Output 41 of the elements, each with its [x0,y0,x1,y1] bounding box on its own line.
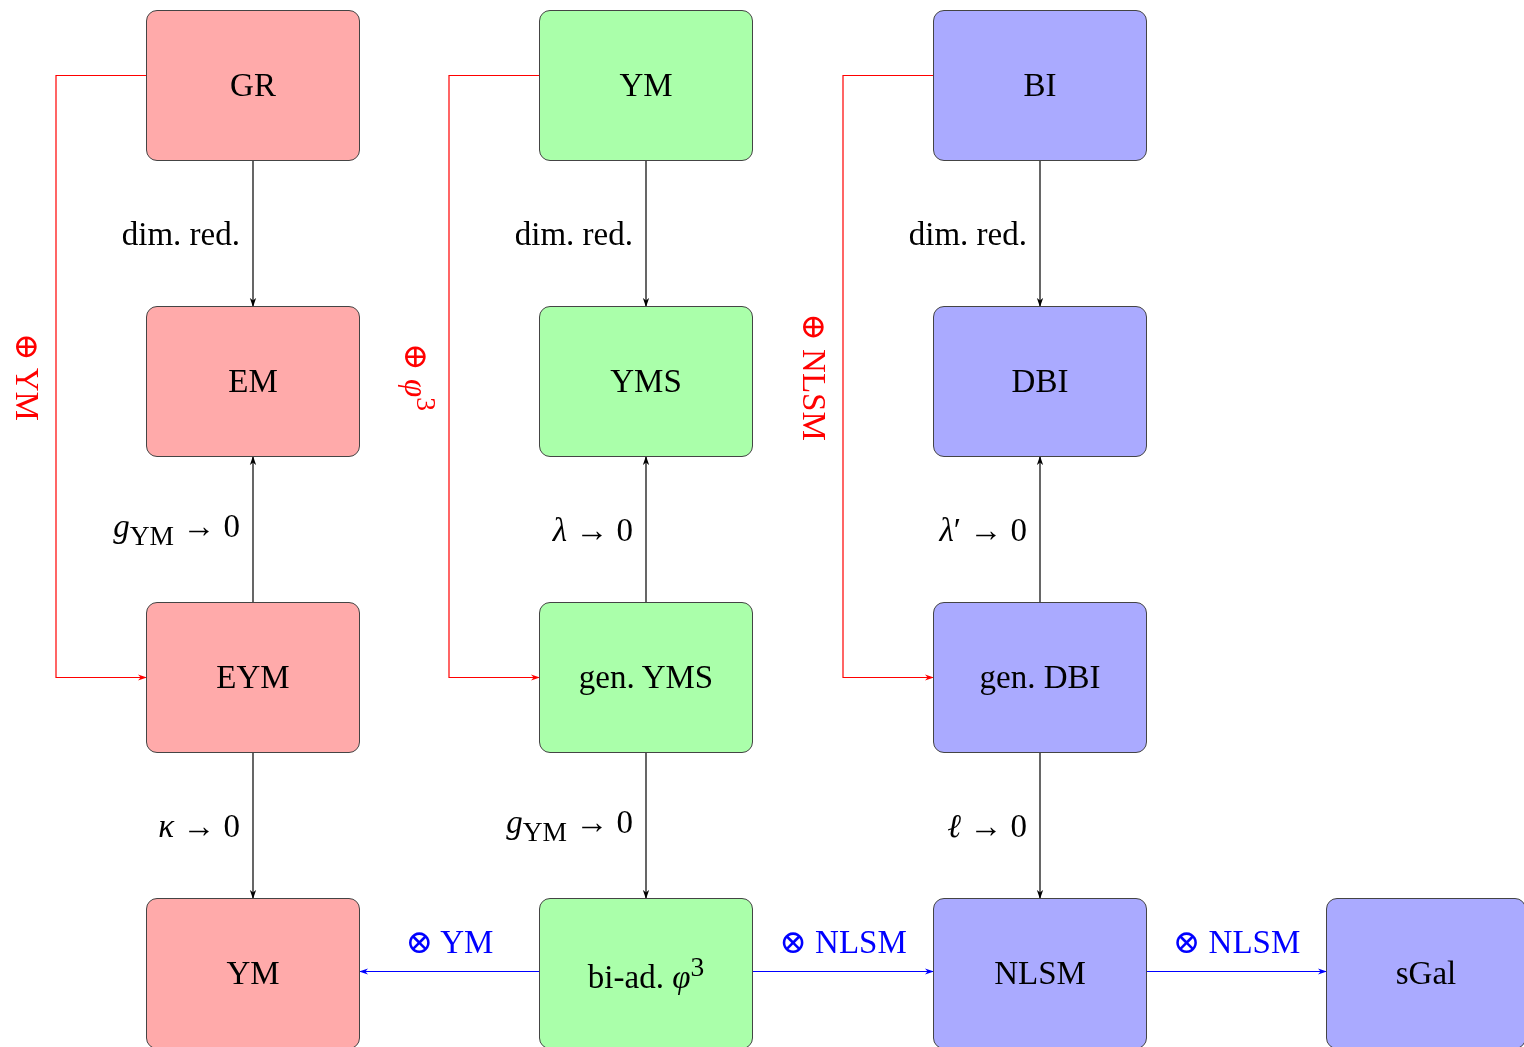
node-label: gen. YMS [578,659,714,696]
arrow [642,456,650,603]
arrow [249,456,257,603]
arrow [249,160,257,307]
process-box [146,10,360,161]
arrow [448,74,540,681]
node-label: BI [1023,67,1057,104]
arrow [55,74,147,681]
process-box [146,306,360,457]
node-label: EYM [216,659,290,696]
process-box [539,898,753,1047]
process-box [539,602,753,753]
node-label: YM [619,67,673,104]
process-box [1326,898,1524,1047]
node-label: YMS [610,363,682,400]
node-label: EM [228,363,278,400]
arrow [642,752,650,899]
arrow [1146,968,1327,975]
process-box [933,602,1147,753]
arrow [359,968,540,975]
process-box [933,10,1147,161]
process-box [539,306,753,457]
arrow [249,752,257,899]
arrow [1036,160,1044,307]
arrow [642,160,650,307]
arrow [1036,752,1044,899]
node-label: DBI [1011,363,1069,400]
arrow [752,968,934,975]
process-box [933,306,1147,457]
node-label: gen. DBI [979,659,1101,696]
process-box [539,10,753,161]
process-box [146,602,360,753]
arrow [1036,456,1044,603]
node-label: YM [226,955,280,992]
node-label: sGal [1395,955,1457,992]
node-label: bi-ad. φ$^{3}$ [587,951,705,996]
node-label: NLSM [994,955,1086,992]
node-label: GR [230,67,276,104]
process-box [933,898,1147,1047]
process-box [146,898,360,1047]
arrow [842,74,934,681]
